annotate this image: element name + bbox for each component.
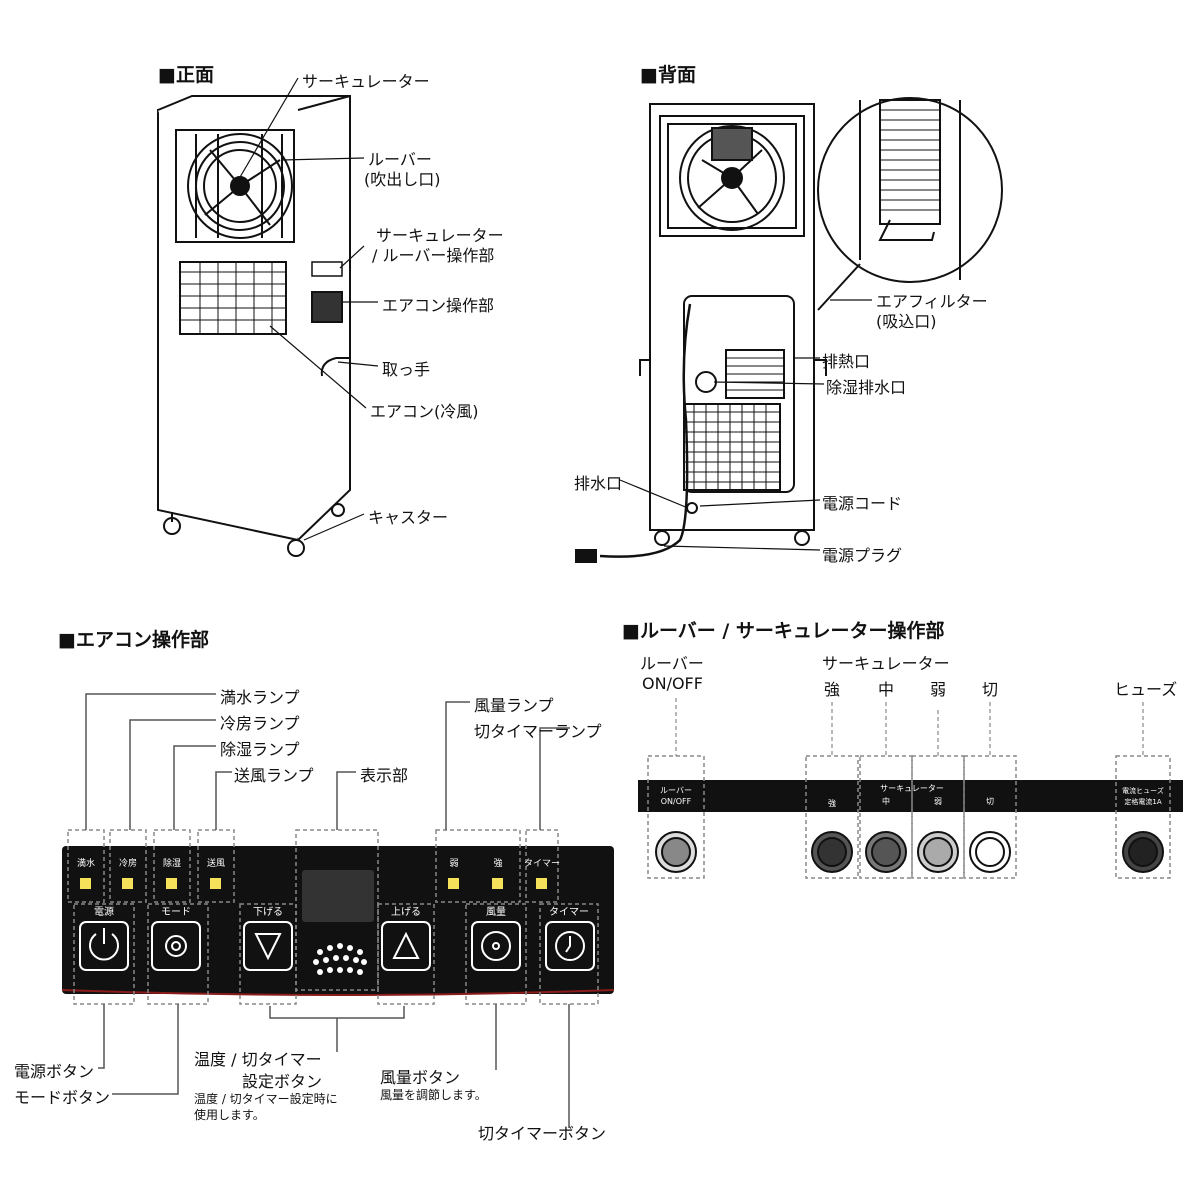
louver-panel-title: ■ルーバー / サーキュレーター操作部 <box>622 620 945 642</box>
callout-fuse: ヒューズ <box>1114 680 1178 699</box>
callout-fan-button-note: 風量を調節します。 <box>380 1088 487 1102</box>
fuse-panel-label-1: 電流ヒューズ <box>1122 786 1164 795</box>
ac-panel-title: ■エアコン操作部 <box>58 629 209 651</box>
lamp-label-cool: 冷房 <box>119 857 137 869</box>
label-drain: 排水口 <box>574 474 623 493</box>
callout-off-timer-lamp: 切タイマーランプ <box>474 722 602 741</box>
circ-panel-strong: 強 <box>828 798 836 808</box>
callout-fan-lamp: 送風ランプ <box>234 766 314 785</box>
callout-louver: ルーバー <box>640 654 704 673</box>
circ-panel-mid: 中 <box>882 796 890 806</box>
callout-temp-timer-note-2: 使用します。 <box>194 1108 265 1122</box>
callout-display: 表示部 <box>360 766 409 785</box>
btn-label-fan: 風量 <box>486 906 506 918</box>
btn-label-mode: モード <box>161 907 191 918</box>
callout-circulator: サーキュレーター <box>822 654 950 673</box>
callout-off-timer-button: 切タイマーボタン <box>478 1124 607 1143</box>
callout-full-water-lamp: 満水ランプ <box>220 688 300 707</box>
label-handle: 取っ手 <box>382 360 431 379</box>
label-aircon: エアコン(冷風) <box>370 402 479 421</box>
label-circulator: サーキュレーター <box>302 72 430 91</box>
btn-label-power: 電源 <box>94 905 114 918</box>
lamp-label-strong: 強 <box>493 857 502 869</box>
callout-temp-timer-note-1: 温度 / 切タイマー設定時に <box>194 1092 338 1106</box>
circ-panel-off: 切 <box>986 797 994 806</box>
lamp-label-fan: 送風 <box>207 857 225 869</box>
callout-dehumid-lamp: 除湿ランプ <box>220 740 300 759</box>
louver-panel-label-1: ルーバー <box>660 786 692 795</box>
label-air-filter-sub: (吸込口) <box>876 312 937 331</box>
label-dehumid-drain: 除湿排水口 <box>826 378 907 397</box>
lamp-label-dehumid: 除湿 <box>163 857 181 869</box>
callout-temp-timer-set-2: 設定ボタン <box>242 1072 323 1091</box>
callout-temp-timer-set: 温度 / 切タイマー <box>194 1050 322 1069</box>
louver-panel-label-2: ON/OFF <box>661 797 692 806</box>
label-louver-sub: (吹出し口) <box>364 170 441 189</box>
label-power-cord: 電源コード <box>822 494 903 513</box>
front-title: ■正面 <box>158 64 214 86</box>
callout-power-button: 電源ボタン <box>14 1062 95 1081</box>
callout-mid: 中 <box>878 680 895 699</box>
fuse-panel-label-2: 定格電流1A <box>1124 797 1161 806</box>
callout-louver-onoff: ON/OFF <box>642 674 703 693</box>
callout-off: 切 <box>982 680 999 699</box>
callout-cooling-lamp: 冷房ランプ <box>220 714 300 733</box>
label-power-plug: 電源プラグ <box>822 546 903 565</box>
label-ac-ctrl: エアコン操作部 <box>382 296 495 315</box>
btn-label-up: 上げる <box>391 906 421 918</box>
circ-panel-label: サーキュレーター <box>880 784 944 793</box>
label-circ-louver-ctrl: サーキュレーター <box>376 226 504 245</box>
btn-label-timer: タイマー <box>549 906 589 918</box>
callout-weak: 弱 <box>930 680 947 699</box>
lamp-label-timer: タイマー <box>524 858 560 869</box>
callout-strong: 強 <box>824 680 841 699</box>
label-air-filter: エアフィルター <box>876 292 988 311</box>
circ-panel-weak: 弱 <box>934 797 942 806</box>
callout-fan-speed-lamp: 風量ランプ <box>474 696 554 715</box>
back-title: ■背面 <box>640 64 696 86</box>
label-exhaust: 排熱口 <box>822 352 871 371</box>
lamp-label-weak: 弱 <box>449 858 458 869</box>
label-louver: ルーバー <box>368 150 432 169</box>
label-circ-louver-ctrl-sub: / ルーバー操作部 <box>372 246 495 265</box>
btn-label-down: 下げる <box>253 906 283 918</box>
callout-mode-button: モードボタン <box>14 1088 111 1107</box>
callout-fan-button: 風量ボタン <box>380 1068 461 1087</box>
lamp-label-full: 満水 <box>77 857 95 869</box>
label-caster: キャスター <box>368 508 449 527</box>
